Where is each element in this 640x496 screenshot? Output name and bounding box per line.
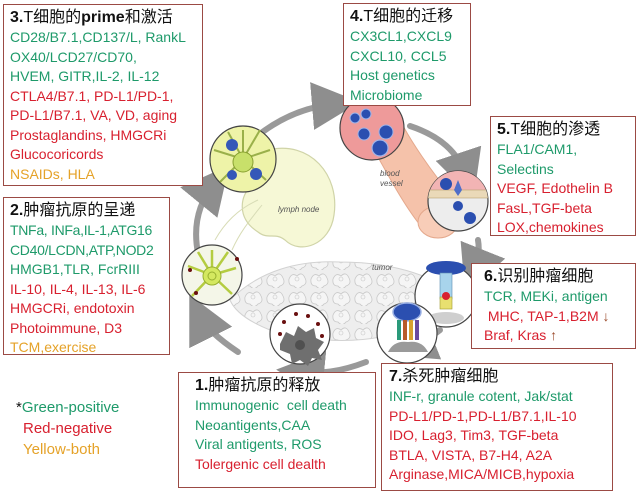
factor-line: CD40/LCDN,ATP,NOD2 [10,241,154,258]
step6-recognition-box: 6.识别肿瘤细胞 TCR, MEKi, antigen MHC, TAP-1,B… [471,263,636,349]
step3-title: 3.T细胞的prime和激活 [10,9,173,26]
step3-priming-box: 3.T细胞的prime和激活 CD28/B7.1,CD137/L, RankL … [3,4,203,186]
step7-title: 7.杀死肿瘤细胞 [389,368,499,385]
factor-line: FLA1/CAM1, [497,141,578,157]
factor-line: Selectins [497,160,554,177]
asterisk-marker: * [16,399,22,416]
factor-line: MHC, TAP-1,B2M ↓ [484,307,610,324]
factor-line: Prostaglandins, HMGCRi [10,126,167,143]
factor-line: OX40/LCD27/CD70, [10,48,137,65]
step5-infiltration-box: 5.T细胞的渗透 FLA1/CAM1, Selectins VEGF, Edot… [490,116,636,236]
arrow-4-to-5 [407,123,482,199]
step1-release-box: 1.肿瘤抗原的释放 Immunogenic cell death Neoanti… [178,372,376,488]
legend-negative: Red-negative [23,420,113,437]
factor-line: NSAIDs, HLA [10,165,95,182]
factor-line: CX3CL1,CXCL9 [350,28,452,44]
antigen-release-circle [269,303,331,366]
factor-line: Braf, Kras ↑ [484,327,558,343]
bloodstream-circle [339,95,405,161]
blood-vessel-label-2: vessel [380,179,403,188]
lymph-node-label: lymph node [278,205,320,214]
step1-title: 1.肿瘤抗原的释放 [195,377,321,394]
factor-line: LOX,chemokines [497,219,604,235]
factor-line: PD-L1/PD-1,PD-L1/B7.1,IL-10 [389,407,577,424]
arrow-1-to-2 [189,294,241,355]
tumor-label: tumor [372,263,393,272]
step4-title: 4.T细胞的迁移 [350,8,454,25]
factor-line: Glucocoricords [10,146,104,162]
factor-line: FasL,TGF-beta [497,199,592,216]
infiltration-circle [427,170,489,232]
factor-line: IDO, Lag3, Tim3, TGF-beta [389,427,559,443]
factor-line: Photoimmune, D3 [10,319,123,336]
factor-line: Microbiome [350,86,423,103]
recognition-circle [414,261,478,328]
factor-line: CTLA4/B7.1, PD-L1/PD-1, [10,87,174,104]
factor-line: CXCL10, CCL5 [350,47,447,64]
killing-circle [376,302,438,364]
factor-line: CD28/B7.1,CD137/L, RankL [10,29,186,45]
presentation-circle [181,244,243,306]
factor-line: Viral antigents, ROS [195,436,322,452]
factor-line: TNFa, INFa,IL-1,ATG16 [10,222,153,238]
factor-line: Tolergenic cell dealth [195,455,326,472]
step5-title: 5.T细胞的渗透 [497,121,601,138]
factor-line: BTLA, VISTA, B7-H4, A2A [389,446,553,463]
up-arrow-icon: ↑ [550,327,558,343]
factor-line: Host genetics [350,67,435,83]
step2-title: 2.肿瘤抗原的呈递 [10,202,136,219]
factor-line: TCM,exercise [10,339,97,355]
factor-line: Arginase,MICA/MICB,hypoxia [389,466,575,482]
factor-line: IL-10, IL-4, IL-13, IL-6 [10,280,146,297]
color-legend: *Green-positive Red-negative Yellow-both [16,397,119,460]
legend-both: Yellow-both [23,441,100,458]
legend-positive: *Green-positive [16,399,120,416]
factor-line: HVEM, GITR,IL-2, IL-12 [10,68,160,84]
step2-presentation-box: 2.肿瘤抗原的呈递 TNFa, INFa,IL-1,ATG16 CD40/LCD… [3,197,170,355]
priming-circle [209,125,277,193]
factor-line: VEGF, Edothelin B [497,180,613,196]
factor-line: INF-r, granule cotent, Jak/stat [389,388,573,404]
factor-line: TCR, MEKi, antigen [484,288,608,304]
step4-migration-box: 4.T细胞的迁移 CX3CL1,CXCL9 CXCL10, CCL5 Host … [343,3,471,106]
step6-title: 6.识别肿瘤细胞 [484,268,594,285]
factor-line: HMGCRi, endotoxin [10,300,135,316]
factor-line: HMGB1,TLR, FcrRIII [10,261,140,277]
factor-line: PD-L1/B7.1, VA, VD, aging [10,107,178,123]
blood-vessel-label-1: blood [380,169,400,178]
down-arrow-icon: ↓ [602,307,610,324]
step7-killing-box: 7.杀死肿瘤细胞 INF-r, granule cotent, Jak/stat… [381,363,613,491]
factor-line: Neoantigents,CAA [195,416,311,433]
factor-line: Immunogenic cell death [195,397,347,413]
